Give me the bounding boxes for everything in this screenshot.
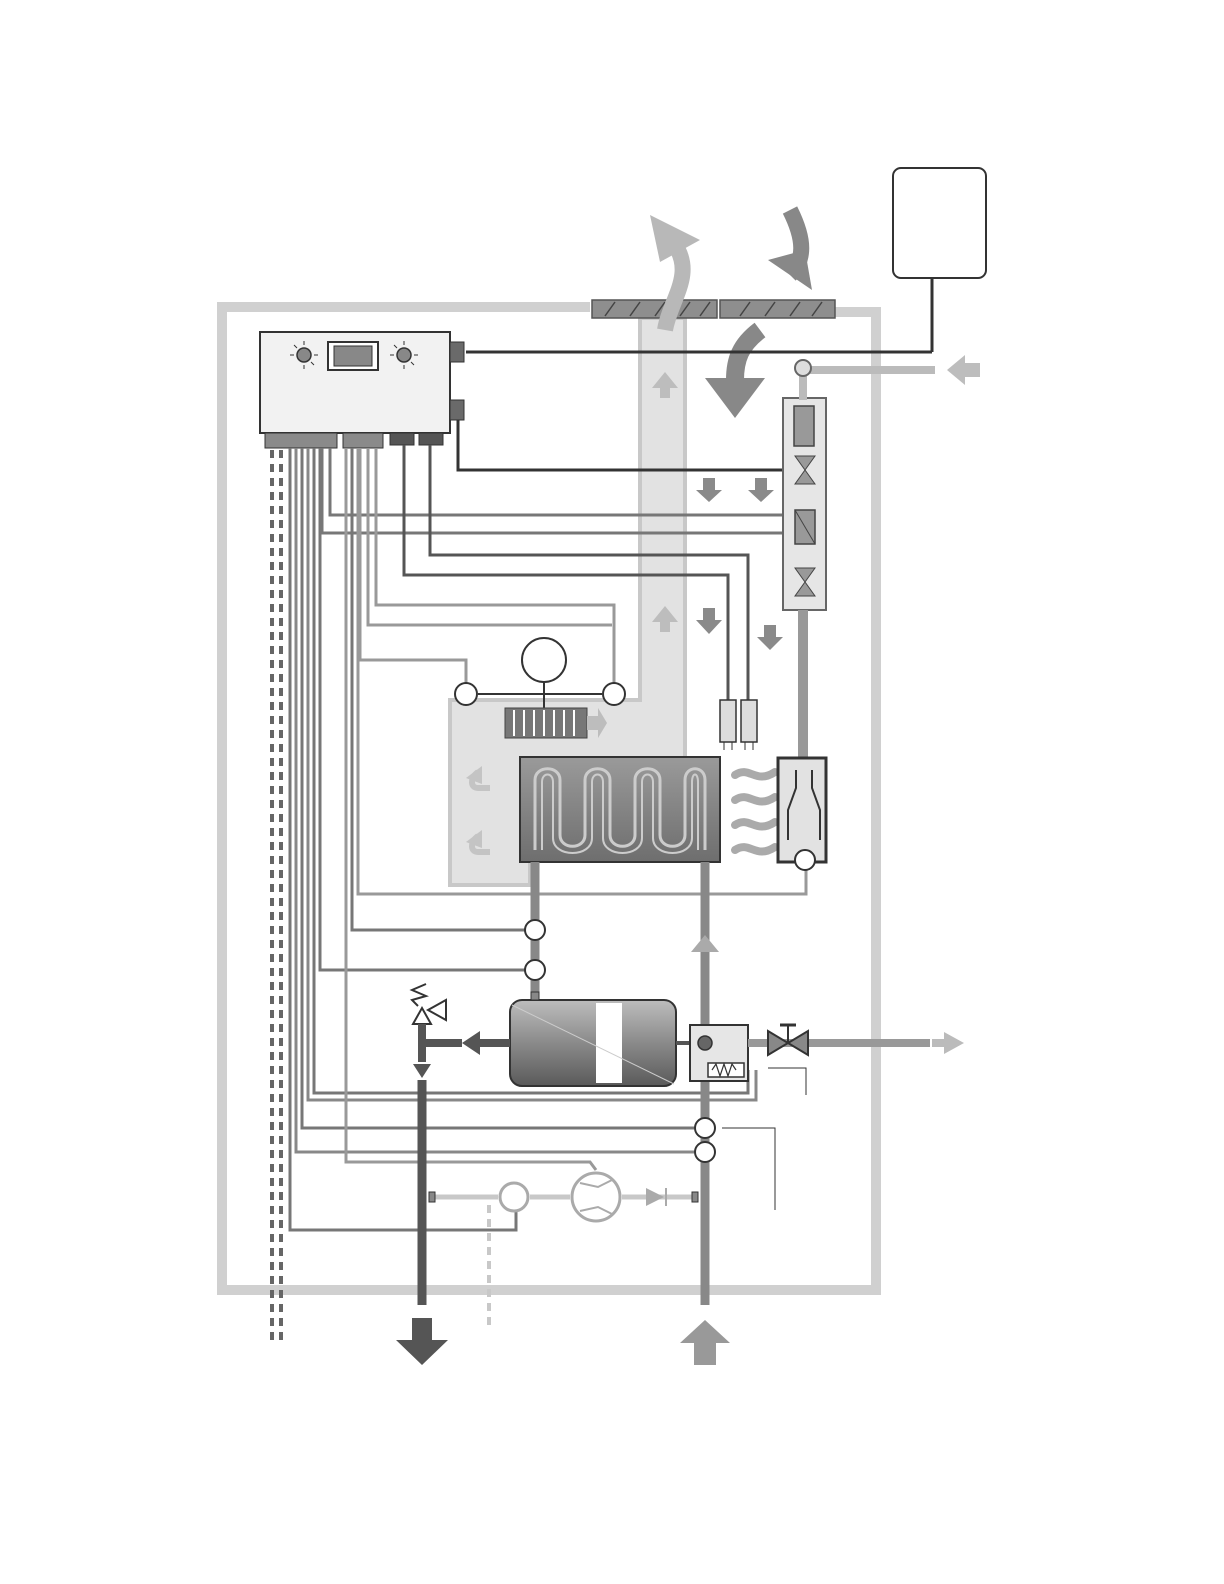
discharge-arrow bbox=[462, 1031, 480, 1055]
inlet-valve bbox=[768, 1025, 808, 1055]
burner bbox=[778, 758, 826, 870]
ignition-electrodes bbox=[720, 700, 757, 750]
room-thermostat bbox=[893, 168, 986, 278]
gas-valve-assembly bbox=[783, 398, 826, 610]
flame-sensor bbox=[795, 850, 815, 870]
diverter-valve bbox=[690, 1025, 748, 1081]
air-pressure-sensor bbox=[455, 683, 477, 705]
indicator-light-icon bbox=[397, 348, 411, 362]
air-pressure-sensor bbox=[603, 683, 625, 705]
gas-in-arrow bbox=[947, 355, 980, 385]
expansion-vessel bbox=[510, 992, 676, 1086]
flue-terminal bbox=[592, 300, 835, 318]
control-unit bbox=[260, 332, 464, 448]
air-in-arrow-top bbox=[768, 210, 812, 290]
pressure-sensor bbox=[500, 1183, 528, 1211]
external-dashed-wires bbox=[272, 450, 281, 1345]
pressure-relief-valve bbox=[412, 984, 462, 1078]
burner-flames bbox=[735, 772, 775, 852]
leader-lines bbox=[722, 1068, 806, 1210]
indicator-light-icon bbox=[297, 348, 311, 362]
flow-arrow bbox=[691, 935, 719, 952]
air-in-arrow-main bbox=[705, 330, 765, 418]
air-down-arrows bbox=[696, 478, 783, 650]
pump-circuit bbox=[429, 1173, 698, 1330]
heat-exchanger bbox=[520, 757, 720, 862]
hot-water-out-arrow bbox=[932, 1032, 964, 1054]
heating-return-in-arrow bbox=[680, 1320, 730, 1365]
pump-icon bbox=[572, 1173, 620, 1221]
heating-flow-out-arrow bbox=[396, 1318, 448, 1365]
